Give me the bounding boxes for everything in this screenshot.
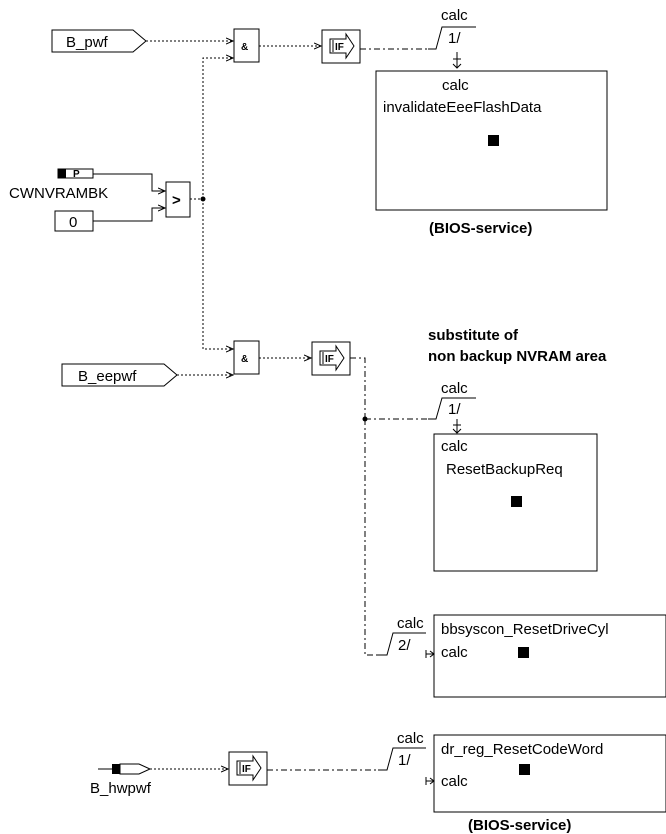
input-b-hwpwf-label: B_hwpwf (90, 780, 152, 797)
if-block-1: IF (321, 29, 361, 64)
param-cwnvrambk-label: CWNVRAMBK (9, 185, 108, 202)
trigger-calc-2-label: calc (441, 380, 468, 397)
trigger-calc-3-label: calc (397, 615, 424, 632)
block-reset-code-word-calc: calc (441, 773, 468, 790)
signal-lines (93, 41, 428, 770)
and-gate-1-symbol: & (241, 42, 248, 53)
block-invalidate-name: invalidateEeeFlashData (383, 99, 542, 116)
block-reset-backup-name: ResetBackupReq (446, 461, 563, 478)
and-gate-2: & (233, 340, 260, 375)
input-b-eepwf: B_eepwf (61, 363, 178, 387)
trigger-calc-3: calc 2/ (378, 615, 426, 656)
if-block-3-label: IF (242, 764, 251, 775)
trigger-calc-2-order: 1/ (448, 401, 461, 418)
trigger-calc-4-order: 1/ (398, 752, 411, 769)
block-reset-backup-calc: calc (441, 438, 468, 455)
trigger-calc-4-label: calc (397, 730, 424, 747)
block-reset-drive-cyl-name: bbsyscon_ResetDriveCyl (441, 621, 609, 638)
param-marker: P (73, 169, 80, 180)
substitute-note-line2: non backup NVRAM area (428, 348, 607, 365)
if-block-1-label: IF (335, 42, 344, 53)
const-zero: 0 (54, 210, 94, 232)
trigger-calc-1: calc 1/ (428, 7, 476, 69)
input-b-pwf-label: B_pwf (66, 34, 109, 51)
block-invalidate-calc: calc (442, 77, 469, 94)
input-b-eepwf-label: B_eepwf (78, 368, 137, 385)
substitute-note-line1: substitute of (428, 327, 519, 344)
trigger-calc-2: calc 1/ (428, 380, 476, 434)
bios-service-note-2: (BIOS-service) (468, 817, 571, 834)
bios-service-note-1: (BIOS-service) (429, 220, 532, 237)
block-reset-code-word-name: dr_reg_ResetCodeWord (441, 741, 603, 758)
and-gate-2-symbol: & (241, 354, 248, 365)
trigger-calc-1-label: calc (441, 7, 468, 24)
input-b-hwpwf: B_hwpwf (90, 763, 152, 797)
if-block-2: IF (311, 341, 351, 376)
input-b-pwf: B_pwf (51, 29, 147, 53)
block-reset-drive-cyl: bbsyscon_ResetDriveCyl calc (425, 614, 666, 698)
and-gate-1: & (233, 28, 260, 63)
block-invalidate-eee-flash-data: calc invalidateEeeFlashData (375, 70, 608, 211)
trigger-calc-3-order: 2/ (398, 637, 411, 654)
const-zero-label: 0 (69, 214, 77, 231)
block-reset-drive-cyl-calc: calc (441, 644, 468, 661)
param-cwnvrambk: P CWNVRAMBK (9, 168, 108, 202)
trigger-calc-4: calc 1/ (378, 730, 426, 771)
greater-operator: > (165, 181, 191, 218)
trigger-calc-1-order: 1/ (448, 30, 461, 47)
if-block-3: IF (228, 751, 268, 786)
block-reset-code-word: dr_reg_ResetCodeWord calc (425, 734, 666, 813)
greater-symbol: > (172, 192, 181, 209)
block-reset-backup-req: calc ResetBackupReq (433, 433, 598, 572)
if-block-2-label: IF (325, 354, 334, 365)
